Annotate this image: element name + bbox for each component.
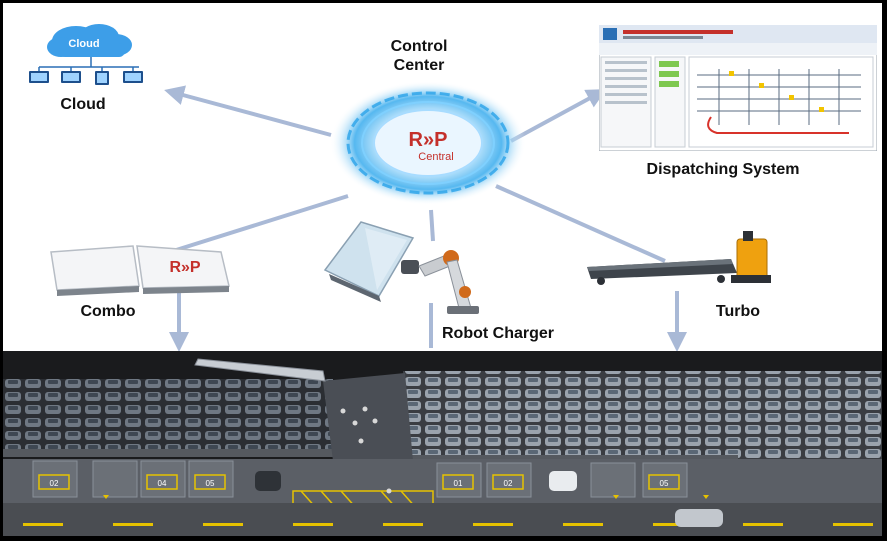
bay-number-right-1: 01	[454, 479, 463, 488]
bay-number-left-1: 02	[50, 479, 59, 488]
control-center-label: Control Center	[369, 37, 469, 75]
parking-garage-scene: 02 04 05 01 02 05	[3, 351, 882, 536]
connection-arrows	[164, 85, 687, 352]
bay-number-right-2: 02	[504, 479, 513, 488]
control-center-logo: R»P	[409, 129, 448, 151]
link-to-turbo	[495, 184, 666, 263]
diagram-canvas: Cloud Cloud Control Center	[3, 3, 882, 536]
combo-robot-image: R»P	[50, 245, 230, 296]
link-to-charger	[429, 209, 435, 242]
link-to-combo	[172, 194, 349, 253]
control-center-label-line1: Control	[390, 38, 448, 55]
dispatching-label: Dispatching System	[646, 161, 800, 178]
robot-charger-label: Robot Charger	[442, 325, 554, 342]
control-center-hub-icon: R»P Central	[330, 81, 526, 205]
robot-charger-image	[323, 221, 479, 314]
bay-number-left-2: 04	[158, 479, 167, 488]
cloud-network-icon: Cloud	[29, 24, 143, 85]
bay-number-left-3: 05	[206, 479, 215, 488]
turbo-robot-image	[587, 231, 771, 285]
combo-label: Combo	[80, 303, 136, 320]
control-center-label-line2: Center	[393, 57, 445, 74]
arrow-to-cloud	[164, 85, 332, 137]
dispatching-software-screenshot	[599, 25, 877, 151]
turbo-label: Turbo	[715, 303, 761, 320]
combo-logo: R»P	[169, 259, 200, 276]
cloud-label: Cloud	[60, 96, 106, 113]
control-center-logo-sub: Central	[418, 151, 453, 163]
arrow-to-dispatching	[510, 89, 607, 143]
cloud-badge-text: Cloud	[68, 38, 99, 50]
bay-number-right-3: 05	[660, 479, 669, 488]
